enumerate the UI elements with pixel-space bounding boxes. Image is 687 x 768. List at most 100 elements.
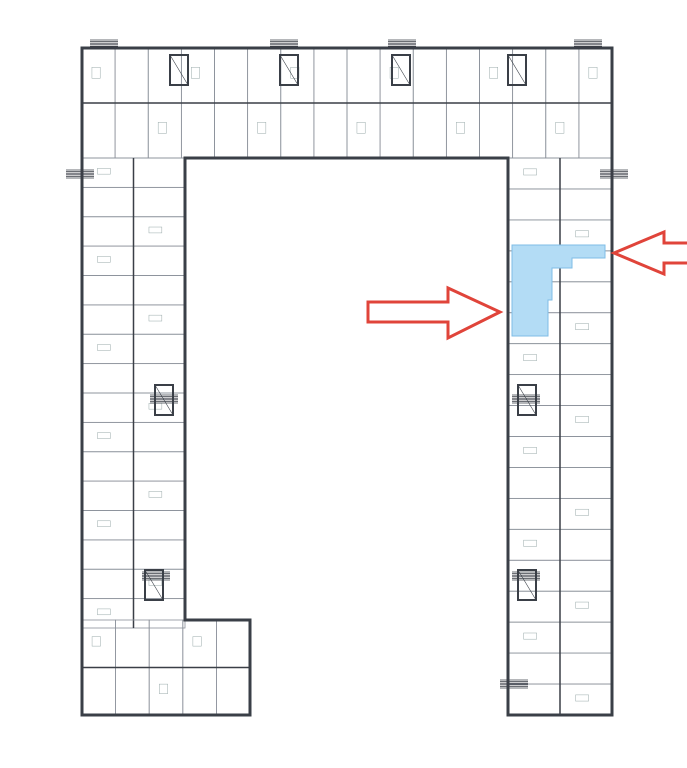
elevator-wall	[517, 384, 537, 416]
room	[559, 281, 613, 314]
room	[81, 363, 134, 394]
exterior-walls	[66, 39, 628, 717]
room	[180, 102, 215, 159]
room-label	[456, 122, 465, 134]
room	[280, 102, 315, 159]
room-grid	[81, 47, 613, 716]
room	[81, 333, 134, 365]
elevator-shaft	[279, 54, 299, 86]
room-label	[523, 168, 537, 176]
room	[215, 667, 251, 716]
room	[81, 304, 134, 335]
room-label	[191, 67, 200, 79]
elevator-wall	[169, 54, 189, 86]
exterior-outline	[80, 46, 614, 717]
room	[507, 528, 561, 561]
stair	[600, 169, 628, 179]
room	[81, 275, 134, 306]
room	[559, 405, 613, 437]
room	[559, 343, 613, 376]
room-label	[159, 683, 168, 694]
room	[559, 621, 613, 654]
room-label	[356, 122, 366, 134]
room-label	[575, 416, 589, 423]
room	[81, 47, 116, 104]
elevator-wall	[279, 54, 299, 86]
room	[559, 559, 613, 592]
room	[114, 102, 149, 159]
room	[115, 667, 150, 716]
stair	[500, 679, 528, 689]
room	[346, 102, 381, 159]
room	[81, 392, 134, 423]
room	[313, 47, 348, 104]
room	[133, 539, 186, 570]
room-label	[257, 122, 267, 134]
room	[133, 186, 186, 218]
stair	[142, 571, 170, 581]
room	[559, 590, 613, 623]
room	[133, 216, 186, 247]
room	[115, 619, 150, 668]
room	[133, 392, 186, 423]
room	[133, 598, 186, 629]
room	[445, 47, 480, 104]
elevator-wall	[507, 54, 527, 86]
elevator-cross	[507, 54, 527, 86]
room	[559, 497, 613, 530]
room	[559, 436, 613, 468]
elevator-shaft	[517, 384, 537, 416]
room	[148, 667, 184, 716]
room	[180, 47, 215, 104]
room	[247, 102, 282, 159]
room	[412, 47, 447, 104]
arrow-right-pointing	[366, 285, 504, 341]
elevator-cross	[169, 54, 189, 86]
room	[559, 683, 613, 716]
room	[81, 186, 134, 218]
room	[445, 102, 480, 159]
room	[559, 188, 613, 221]
elevator-shaft	[154, 384, 174, 416]
room-label	[157, 122, 167, 134]
room	[545, 102, 580, 159]
room-label	[97, 608, 111, 616]
room	[412, 102, 447, 159]
room	[507, 405, 561, 437]
room-label	[91, 636, 101, 647]
bottom-left-wing	[81, 619, 251, 716]
room-label	[588, 67, 598, 79]
room	[147, 47, 182, 104]
room	[182, 667, 217, 716]
room	[214, 102, 249, 159]
room	[81, 421, 134, 453]
room	[507, 683, 561, 716]
room	[114, 47, 149, 104]
elevator-wall	[154, 384, 174, 416]
highlighted-apartment[interactable]	[511, 244, 606, 337]
right-wing	[507, 157, 613, 716]
room	[133, 275, 186, 306]
room-label	[97, 344, 111, 351]
room	[81, 480, 134, 511]
room	[512, 102, 547, 159]
elevator-shaft	[507, 54, 527, 86]
room	[507, 157, 561, 190]
room	[507, 652, 561, 685]
stair	[66, 169, 94, 179]
elevator-shaft	[391, 54, 411, 86]
elevator-cross	[154, 384, 174, 416]
room	[81, 245, 134, 276]
elevator-shaft	[144, 569, 164, 601]
room	[479, 102, 514, 159]
top-wing	[81, 47, 613, 159]
room-label	[389, 67, 399, 79]
room-label	[523, 632, 537, 640]
room	[182, 619, 217, 668]
room	[215, 619, 251, 668]
room	[507, 436, 561, 468]
room-label	[575, 601, 589, 609]
room	[559, 374, 613, 406]
stair	[388, 39, 416, 49]
